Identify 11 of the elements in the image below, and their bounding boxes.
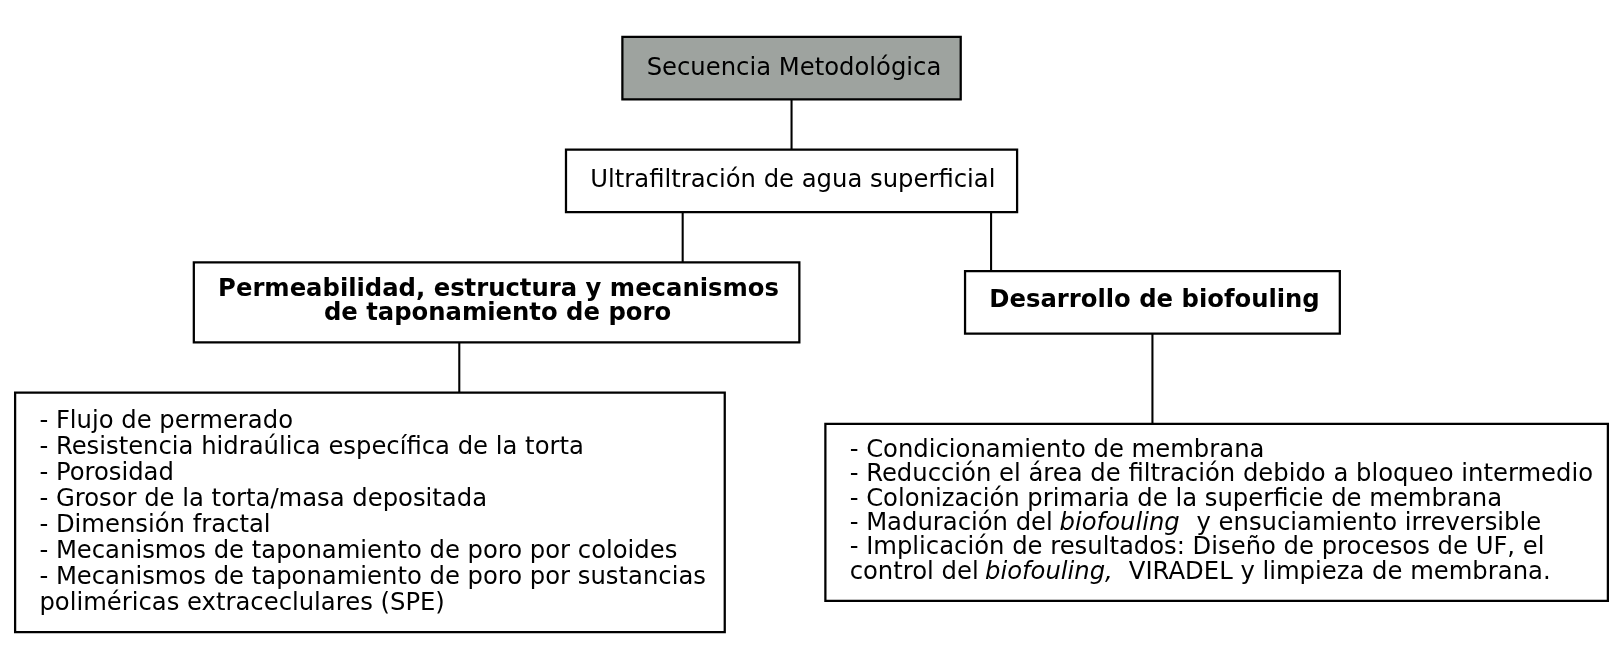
node-box: - Flujo de permerado - Resistencia hidraúlica específica de la torta - Porosidad - Grosor de la torta/masa depositada - Dimensión fractal - Mecanismos de taponamiento de poro por coloides - Mecanismos de taponamiento de poro por sustancias poliméricas extraceclulares (SPE): [14, 391, 726, 634]
connector: [458, 342, 461, 393]
node-box: Desarrollo de biofouling: [963, 270, 1341, 335]
connector: [681, 212, 684, 263]
node-box: Secuencia Metodológica: [621, 35, 962, 101]
connector: [990, 212, 993, 271]
node-box: Permeabilidad, estructura y mecanismos de taponamiento de poro: [192, 261, 801, 344]
connector: [1151, 333, 1154, 424]
connector: [790, 99, 793, 150]
node-box: Ultrafiltración de agua superficial: [564, 148, 1019, 214]
node-box: - Condicionamiento de membrana - Reducción el área de filtración debido a bloqueo intermedio - Colonización primaria de la superficie de membrana - Maduración del biofouling y ensuciamiento irreversible - Implicación de resultados: Diseño de procesos de UF, el control del biofouling, VIRADEL y limpieza de membrana.: [824, 422, 1609, 602]
